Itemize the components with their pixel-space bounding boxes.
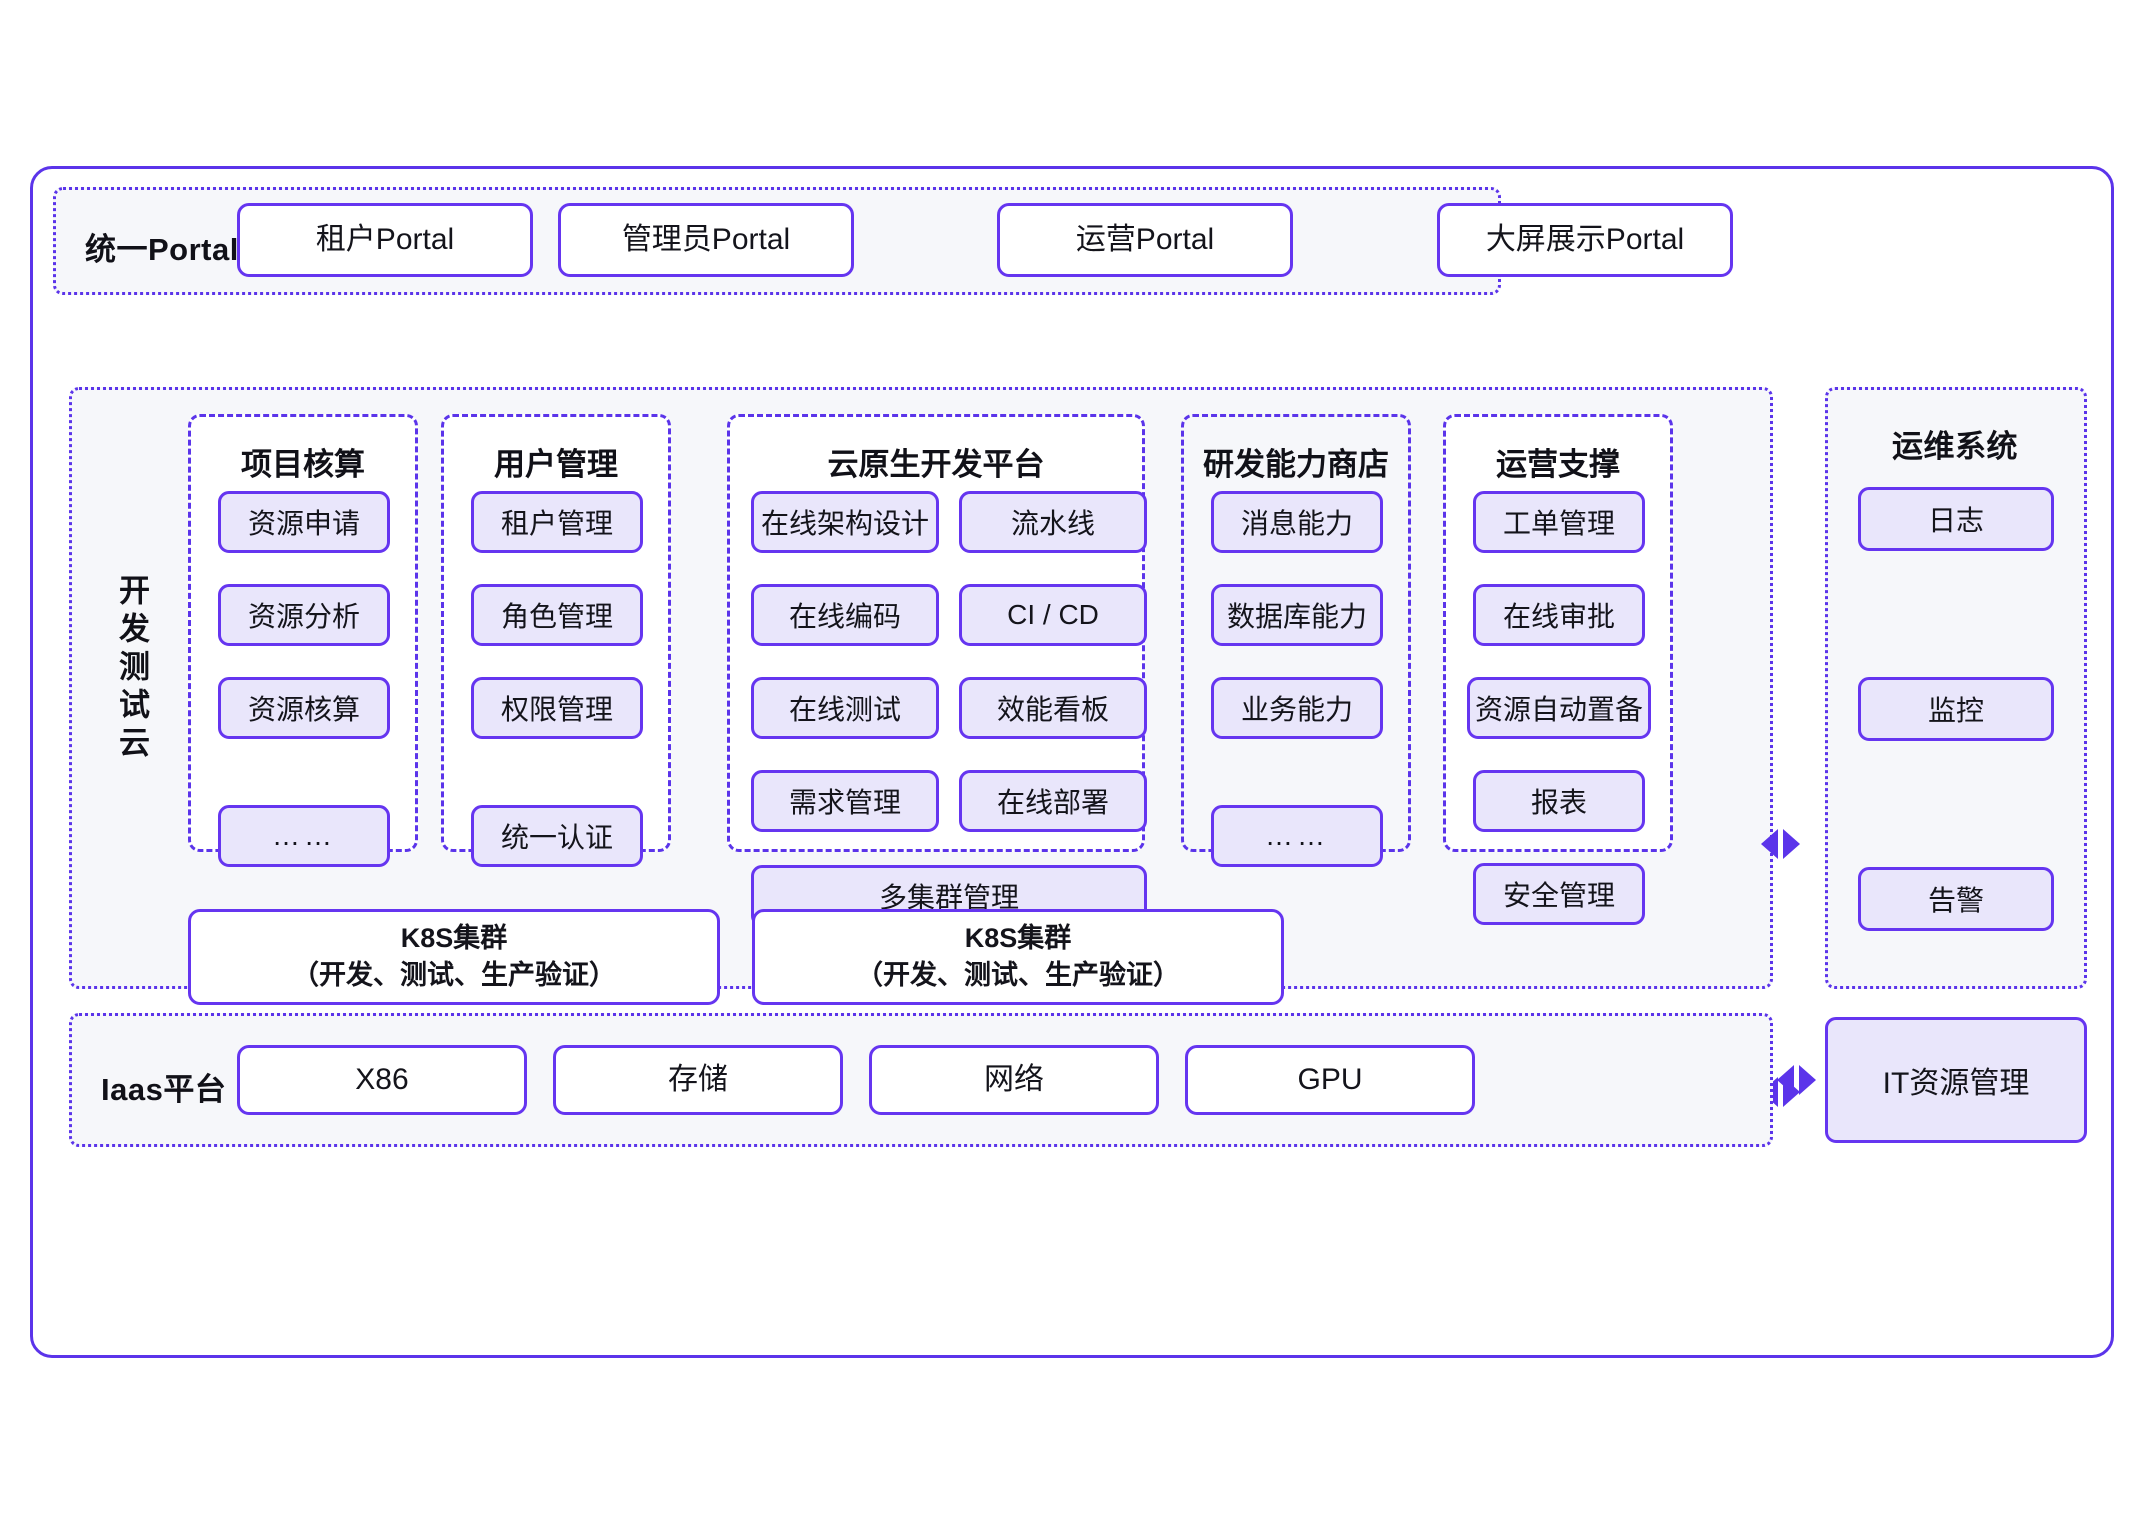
chip-business-capability[interactable]: 业务能力	[1211, 677, 1383, 739]
chip-online-testing[interactable]: 在线测试	[751, 677, 939, 739]
k8s-cluster-1-line2: （开发、测试、生产验证）	[292, 960, 616, 990]
arrow-left-icon	[1761, 829, 1778, 859]
chip-requirement-management[interactable]: 需求管理	[751, 770, 939, 832]
chip-monitoring[interactable]: 监控	[1858, 677, 2054, 741]
k8s-cluster-box-2[interactable]: K8S集群 （开发、测试、生产验证）	[752, 909, 1284, 1005]
chip-resource-application[interactable]: 资源申请	[218, 491, 390, 553]
portal-operations-button[interactable]: 运营Portal	[997, 203, 1293, 277]
chip-logs[interactable]: 日志	[1858, 487, 2054, 551]
architecture-diagram-frame: 统一Portal 租户Portal 管理员Portal 运营Portal 大屏展…	[30, 166, 2114, 1358]
chip-auto-resource-provisioning[interactable]: 资源自动置备	[1467, 677, 1651, 739]
iaas-gpu-box[interactable]: GPU	[1185, 1045, 1475, 1115]
chip-project-accounting-more[interactable]: ……	[218, 805, 390, 867]
chip-alerting[interactable]: 告警	[1858, 867, 2054, 931]
iaas-network-box[interactable]: 网络	[869, 1045, 1159, 1115]
iaas-storage-box[interactable]: 存储	[553, 1045, 843, 1115]
chip-ticket-management[interactable]: 工单管理	[1473, 491, 1645, 553]
chip-online-deployment[interactable]: 在线部署	[959, 770, 1147, 832]
k8s-cluster-1-line1: K8S集群	[400, 922, 508, 953]
arrow-left-icon	[1777, 1065, 1794, 1095]
iaas-x86-box[interactable]: X86	[237, 1045, 527, 1115]
chip-database-capability[interactable]: 数据库能力	[1211, 584, 1383, 646]
chip-message-capability[interactable]: 消息能力	[1211, 491, 1383, 553]
chip-rnd-capability-more[interactable]: ……	[1211, 805, 1383, 867]
chip-unified-authentication[interactable]: 统一认证	[471, 805, 643, 867]
iaas-band-label: Iaas平台	[101, 1072, 227, 1107]
portal-tenant-button[interactable]: 租户Portal	[237, 203, 533, 277]
arrow-iaas-link	[1777, 1065, 1816, 1095]
k8s-cluster-2-line1: K8S集群	[964, 922, 1072, 953]
chip-online-approval[interactable]: 在线审批	[1473, 584, 1645, 646]
chip-online-coding[interactable]: 在线编码	[751, 584, 939, 646]
group-project-accounting-title: 项目核算	[241, 447, 365, 482]
it-resource-management-box[interactable]: IT资源管理	[1825, 1017, 2087, 1143]
k8s-cluster-box-1[interactable]: K8S集群 （开发、测试、生产验证）	[188, 909, 720, 1005]
ops-system-title: 运维系统	[1892, 429, 2018, 464]
chip-ci-cd[interactable]: CI / CD	[959, 584, 1147, 646]
arrow-ops-link-upper	[1761, 829, 1800, 859]
portal-bigscreen-button[interactable]: 大屏展示Portal	[1437, 203, 1733, 277]
chip-role-management[interactable]: 角色管理	[471, 584, 643, 646]
arrow-right-icon	[1783, 829, 1800, 859]
chip-permission-management[interactable]: 权限管理	[471, 677, 643, 739]
chip-online-architecture-design[interactable]: 在线架构设计	[751, 491, 939, 553]
group-user-management-title: 用户管理	[494, 447, 618, 482]
chip-resource-accounting[interactable]: 资源核算	[218, 677, 390, 739]
chip-pipeline[interactable]: 流水线	[959, 491, 1147, 553]
portal-band-label: 统一Portal	[85, 232, 239, 267]
group-rnd-capability-store-title: 研发能力商店	[1203, 447, 1389, 482]
chip-report[interactable]: 报表	[1473, 770, 1645, 832]
group-cloud-native-platform-title: 云原生开发平台	[827, 447, 1045, 482]
chip-efficiency-dashboard[interactable]: 效能看板	[959, 677, 1147, 739]
group-operations-support-title: 运营支撑	[1496, 447, 1620, 482]
chip-resource-analysis[interactable]: 资源分析	[218, 584, 390, 646]
arrow-right-icon	[1799, 1065, 1816, 1095]
dev-test-cloud-label: 开发测试云	[114, 574, 149, 764]
chip-security-management[interactable]: 安全管理	[1473, 863, 1645, 925]
chip-tenant-management[interactable]: 租户管理	[471, 491, 643, 553]
portal-admin-button[interactable]: 管理员Portal	[558, 203, 854, 277]
k8s-cluster-2-line2: （开发、测试、生产验证）	[856, 960, 1180, 990]
